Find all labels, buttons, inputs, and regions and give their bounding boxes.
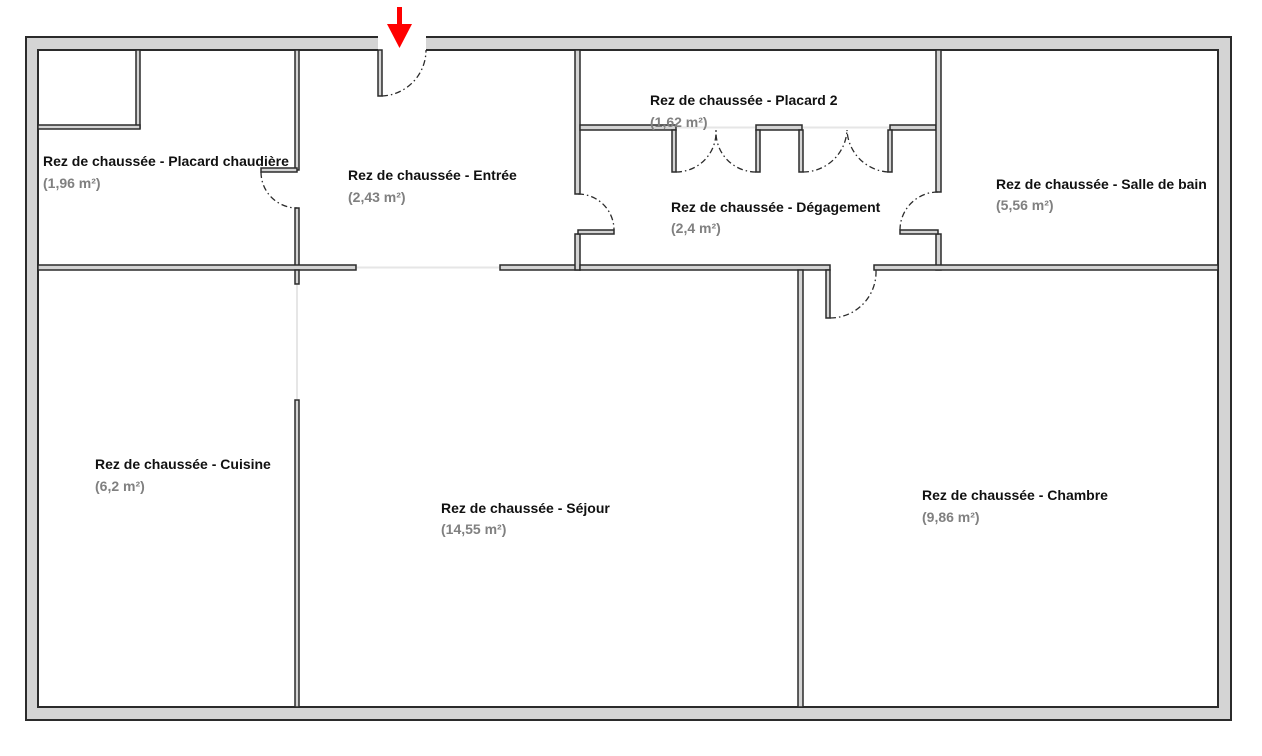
room-labels: Rez de chaussée - Placard chaudière (1,9…: [43, 92, 1207, 537]
wall-right-horizontal: [873, 264, 1219, 271]
room-area-salle-de-bain: (5,56 m²): [996, 197, 1054, 213]
door-swing-placard2-2b: [846, 129, 889, 173]
room-name-entree: Rez de chaussée - Entrée: [348, 167, 517, 183]
door-leaf-degagement-left: [577, 229, 615, 235]
room-area-chambre: (9,86 m²): [922, 509, 980, 525]
door-swing-placard-chaudiere: [260, 171, 298, 209]
room-name-chambre: Rez de chaussée - Chambre: [922, 487, 1108, 503]
wall-entree-sejour: [499, 264, 581, 271]
wall-degagement-sdb-top: [935, 49, 942, 193]
room-name-placard-2: Rez de chaussée - Placard 2: [650, 92, 838, 108]
room-name-sejour: Rez de chaussée - Séjour: [441, 500, 610, 516]
door-leaf-placard2-1a: [671, 129, 677, 173]
room-area-placard-2: (1,62 m²): [650, 114, 708, 130]
door-swing-placard2-1a: [675, 129, 717, 173]
wall-placard-entree-bottom: [294, 207, 300, 267]
room-name-salle-de-bain: Rez de chaussée - Salle de bain: [996, 176, 1207, 192]
door-swing-salle-de-bain: [899, 191, 939, 231]
door-swing-chambre: [829, 269, 877, 319]
door-leaf-salle-de-bain: [899, 229, 939, 235]
door-leaf-placard2-2a: [798, 129, 804, 173]
exterior-wall: [26, 37, 1231, 720]
exterior-wall-inner-outline: [37, 49, 1219, 708]
door-leaf-placard2-1b: [755, 129, 761, 173]
door-leaf-placard2-2b: [887, 129, 893, 173]
exterior-wall-outer-outline: [25, 36, 1232, 721]
room-area-cuisine: (6,2 m²): [95, 478, 145, 494]
door-swing-placard2-2a: [802, 129, 848, 173]
room-area-sejour: (14,55 m²): [441, 521, 506, 537]
room-area-placard-chaudiere: (1,96 m²): [43, 175, 101, 191]
wall-placard2-bottom-3: [889, 124, 937, 131]
wall-placard-entree-top: [294, 49, 300, 171]
wall-placard2-bottom-2: [755, 124, 803, 131]
wall-placard2-bottom-1: [579, 124, 677, 131]
wall-degagement-sejour: [579, 264, 831, 271]
wall-closet-bottom: [37, 124, 141, 130]
interior-walls: [37, 49, 1219, 708]
entrance-arrow-icon: [387, 7, 412, 48]
room-area-degagement: (2,4 m²): [671, 220, 721, 236]
door-leaf-chambre: [825, 269, 831, 319]
door-leaf-placard-chaudiere: [260, 167, 298, 173]
wall-cuisine-sejour-top: [294, 269, 300, 285]
openings: [296, 126, 889, 399]
door-swing-front: [381, 49, 427, 97]
door-swing-degagement-left: [577, 193, 615, 231]
wall-left-horizontal: [37, 264, 357, 271]
wall-closet-right: [135, 49, 141, 129]
room-area-entree: (2,43 m²): [348, 189, 406, 205]
door-swing-placard2-1b: [715, 129, 757, 173]
room-name-cuisine: Rez de chaussée - Cuisine: [95, 456, 271, 472]
door-leaf-front: [377, 49, 383, 97]
wall-entree-degagement-top: [574, 49, 581, 195]
room-name-degagement: Rez de chaussée - Dégagement: [671, 199, 881, 215]
doors: [260, 49, 939, 319]
room-name-placard-chaudiere: Rez de chaussée - Placard chaudière: [43, 153, 289, 169]
wall-cuisine-sejour: [294, 399, 300, 708]
wall-sejour-chambre: [797, 269, 804, 708]
